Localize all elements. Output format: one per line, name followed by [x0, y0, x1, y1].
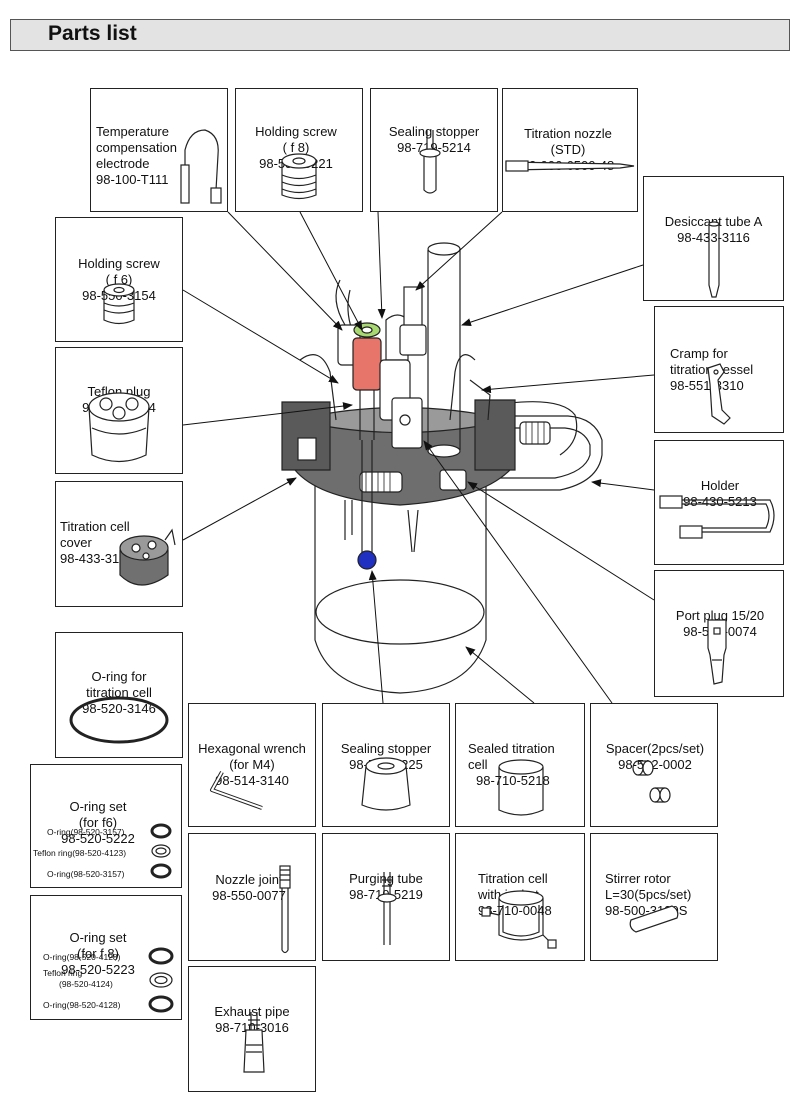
holding-screw-f8-icon: [281, 153, 317, 200]
cell-with-jacket-icon: [481, 890, 557, 949]
sealed-cell-icon: [498, 759, 544, 816]
nozzle-joint-icon: [279, 865, 291, 954]
desiccant-tube-icon: [708, 221, 720, 298]
oring-item-label: O-ring(98-520-4128): [43, 1000, 121, 1010]
leader-lines: [182, 211, 655, 704]
purging-tube-icon: [377, 872, 397, 945]
teflon-plug-icon: [88, 392, 150, 463]
cell-cover-drawing: [281, 354, 516, 506]
desiccant-tube-drawing: [427, 242, 461, 458]
sealing-stopper-bottom-icon: [361, 757, 411, 811]
part-box-spacer: Spacer(2pcs/set)98-512-0002: [590, 703, 718, 827]
stirrer-rotor-icon: [629, 905, 679, 933]
page-title: Parts list: [48, 22, 137, 45]
oring-set-f8-rings: [148, 947, 174, 1013]
part-box-titration-nozzle: Titration nozzle(STD)12-006-6500-48: [502, 88, 638, 212]
teflon-ring-item-label: Teflon ring: [43, 968, 83, 978]
oring-cell-icon: [69, 696, 169, 744]
titration-cell-cover-icon: [119, 528, 176, 586]
part-box-oring-set-f8: O-ring set(for f 8)98-520-5223 O-ring(98…: [30, 895, 182, 1020]
red-stopper-drawing: [352, 322, 382, 570]
oring-item-label: O-ring(98-520-4128): [43, 952, 121, 962]
oring-item-label: O-ring(98-520-3157): [47, 827, 125, 837]
holding-screw-f6-icon: [103, 283, 135, 325]
part-label: Port plug 15/2098-550-0074: [675, 608, 765, 639]
temperature-electrode-icon: [180, 129, 222, 204]
teflon-ring-item-label: Teflon ring(98-520-4123): [33, 848, 127, 858]
part-label: O-ring set(for f 8)98-520-5223: [61, 930, 135, 977]
port-plug-icon: [707, 619, 727, 685]
holder-icon: [659, 495, 775, 539]
titration-vessel-drawing: [314, 478, 487, 694]
part-box-holding-screw-f6: Holding screw( f 6)98-550-3154: [55, 217, 183, 342]
sealing-stopper-top-icon: [419, 130, 441, 194]
holder-rod-drawing: [455, 401, 603, 491]
teflon-ring-item-label: (98-520-4124): [59, 979, 113, 989]
exhaust-pipe-icon: [243, 1012, 265, 1073]
oring-item-label: O-ring(98-520-3157): [47, 869, 125, 879]
part-box-holding-screw-f8: Holding screw( f 8)98-550-5221: [235, 88, 363, 212]
part-label: Hexagonal wrench(for M4)98-514-3140: [198, 741, 306, 788]
cramp-icon: [707, 363, 731, 425]
part-label: O-ring set(for f6)98-520-5222: [61, 799, 135, 846]
spacer-icon: [632, 760, 671, 803]
titration-nozzle-icon: [505, 160, 635, 172]
hex-wrench-icon: [210, 771, 263, 810]
page-header: Parts list: [10, 19, 790, 51]
nozzle-stopper-drawing: [379, 286, 427, 449]
oring-set-f6-rings: [150, 823, 172, 879]
